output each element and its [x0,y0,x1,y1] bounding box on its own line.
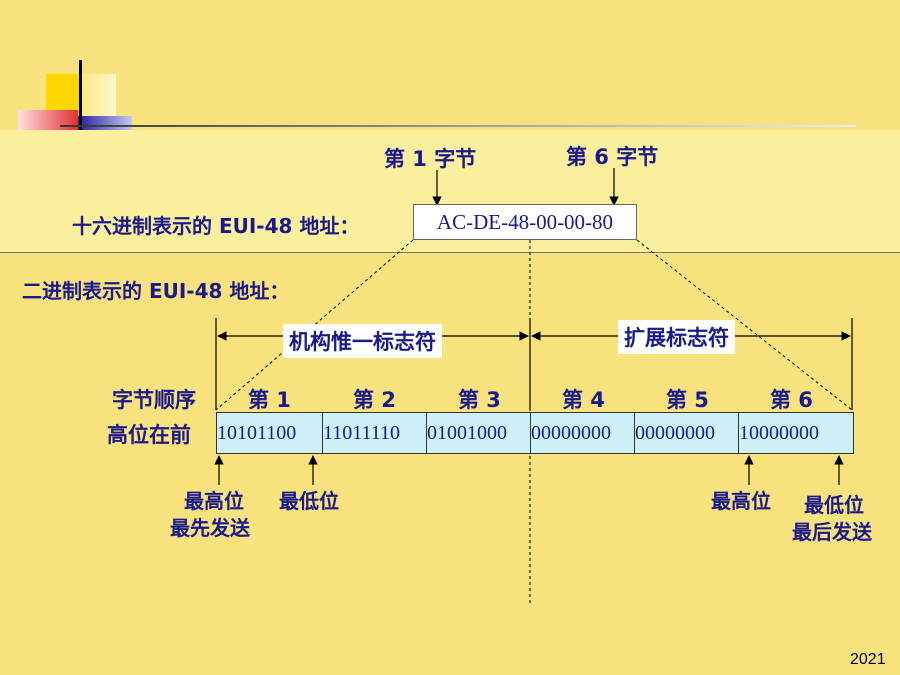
high-bit-first-label: 高位在前 [107,423,191,447]
hex-address-value: AC-DE-48-00-00-80 [413,204,637,240]
sent-first-label: 最先发送 [170,516,250,540]
byte-value-2: 11011110 [322,413,427,453]
hex-address-label: 十六进制表示的 EUI-48 地址： [72,214,360,238]
byte-header-1: 第 1 [248,388,291,412]
sixth-byte-label: 第 6 字节 [566,145,659,169]
byte-order-label: 字节顺序 [112,388,196,412]
sent-last-label: 最后发送 [792,520,872,544]
oui-label: 机构惟一标志符 [283,324,442,358]
lsb-left-label: 最低位 [279,489,339,513]
page-number: 2021 [850,651,886,668]
first-byte-label: 第 1 字节 [384,147,477,171]
header-rule [60,125,856,127]
byte-value-6: 10000000 [738,413,854,453]
binary-bytes-box: 10101100 11011110 01001000 00000000 0000… [216,412,854,454]
byte-header-4: 第 4 [562,388,605,412]
byte-header-3: 第 3 [458,388,501,412]
byte-value-4: 00000000 [530,413,635,453]
byte-value-5: 00000000 [634,413,739,453]
binary-address-label: 二进制表示的 EUI-48 地址： [22,279,290,303]
byte-header-2: 第 2 [353,388,396,412]
byte-value-1: 10101100 [217,422,297,444]
byte-value-3: 01001000 [426,413,531,453]
byte-header-6: 第 6 [770,388,813,412]
msb-left-label: 最高位 [184,489,244,513]
corner-decoration [0,60,140,140]
lsb-right-label: 最低位 [804,493,864,517]
ext-label: 扩展标志符 [618,320,735,354]
byte-header-5: 第 5 [666,388,709,412]
msb-right-label: 最高位 [711,489,771,513]
